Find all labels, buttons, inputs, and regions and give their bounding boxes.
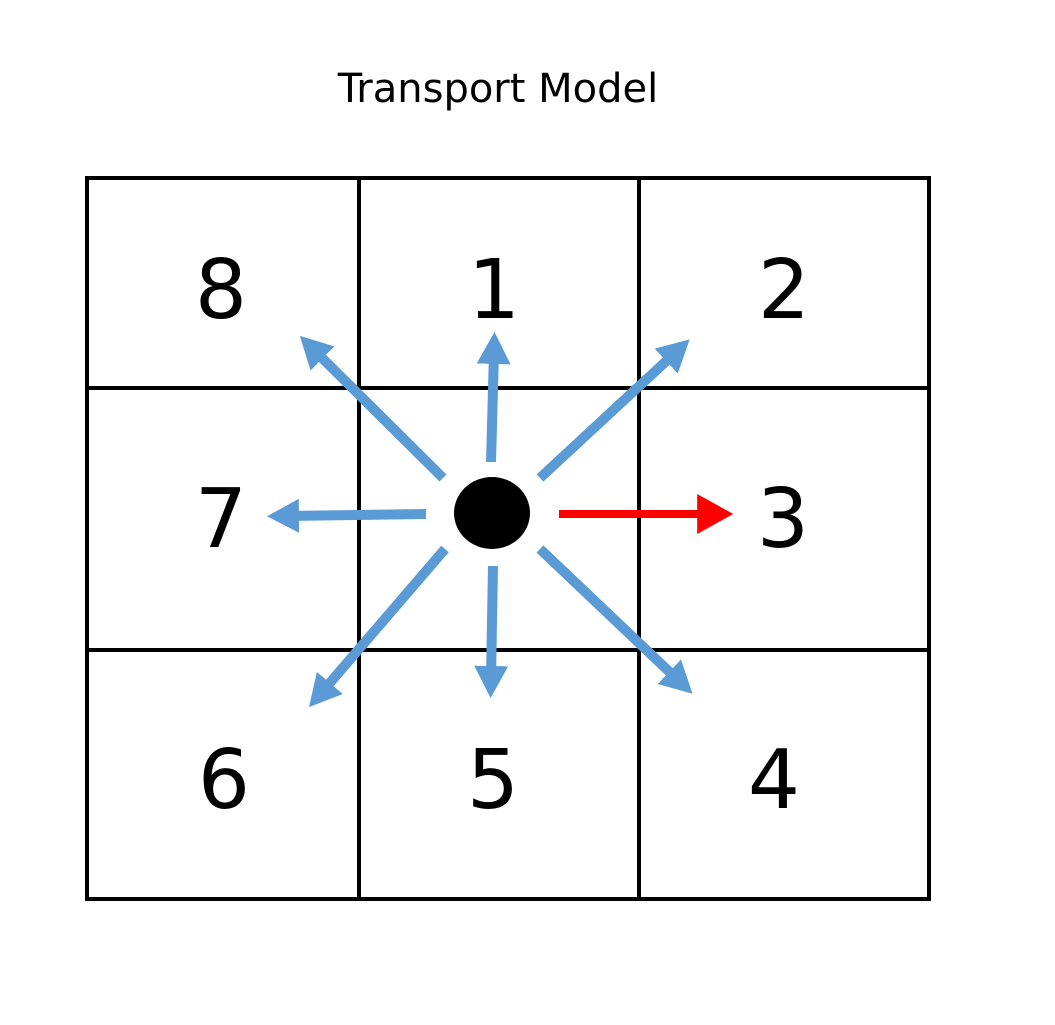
cell-label-1: 1 <box>468 243 520 338</box>
center-particle <box>454 477 530 549</box>
arrows <box>267 332 734 708</box>
arrow-to-6 <box>308 545 449 708</box>
grid <box>85 176 931 901</box>
cell-label-2: 2 <box>758 243 810 338</box>
cell-label-4: 4 <box>748 733 800 828</box>
cell-label-3: 3 <box>757 472 809 567</box>
arrow-to-8 <box>299 335 447 482</box>
cell-label-5: 5 <box>467 733 519 828</box>
arrow-to-5 <box>474 565 509 698</box>
cell-label-8: 8 <box>195 243 247 338</box>
arrow-to-1 <box>476 332 511 463</box>
arrow-to-4 <box>536 545 693 694</box>
arrow-to-2 <box>536 339 690 482</box>
arrow-to-7 <box>267 498 427 533</box>
cell-labels: 8 1 2 7 3 6 5 4 <box>195 243 810 828</box>
cell-label-7: 7 <box>195 472 247 567</box>
cell-label-6: 6 <box>198 733 250 828</box>
grid-outer-border <box>85 176 931 901</box>
diagram-title: Transport Model <box>337 66 659 112</box>
